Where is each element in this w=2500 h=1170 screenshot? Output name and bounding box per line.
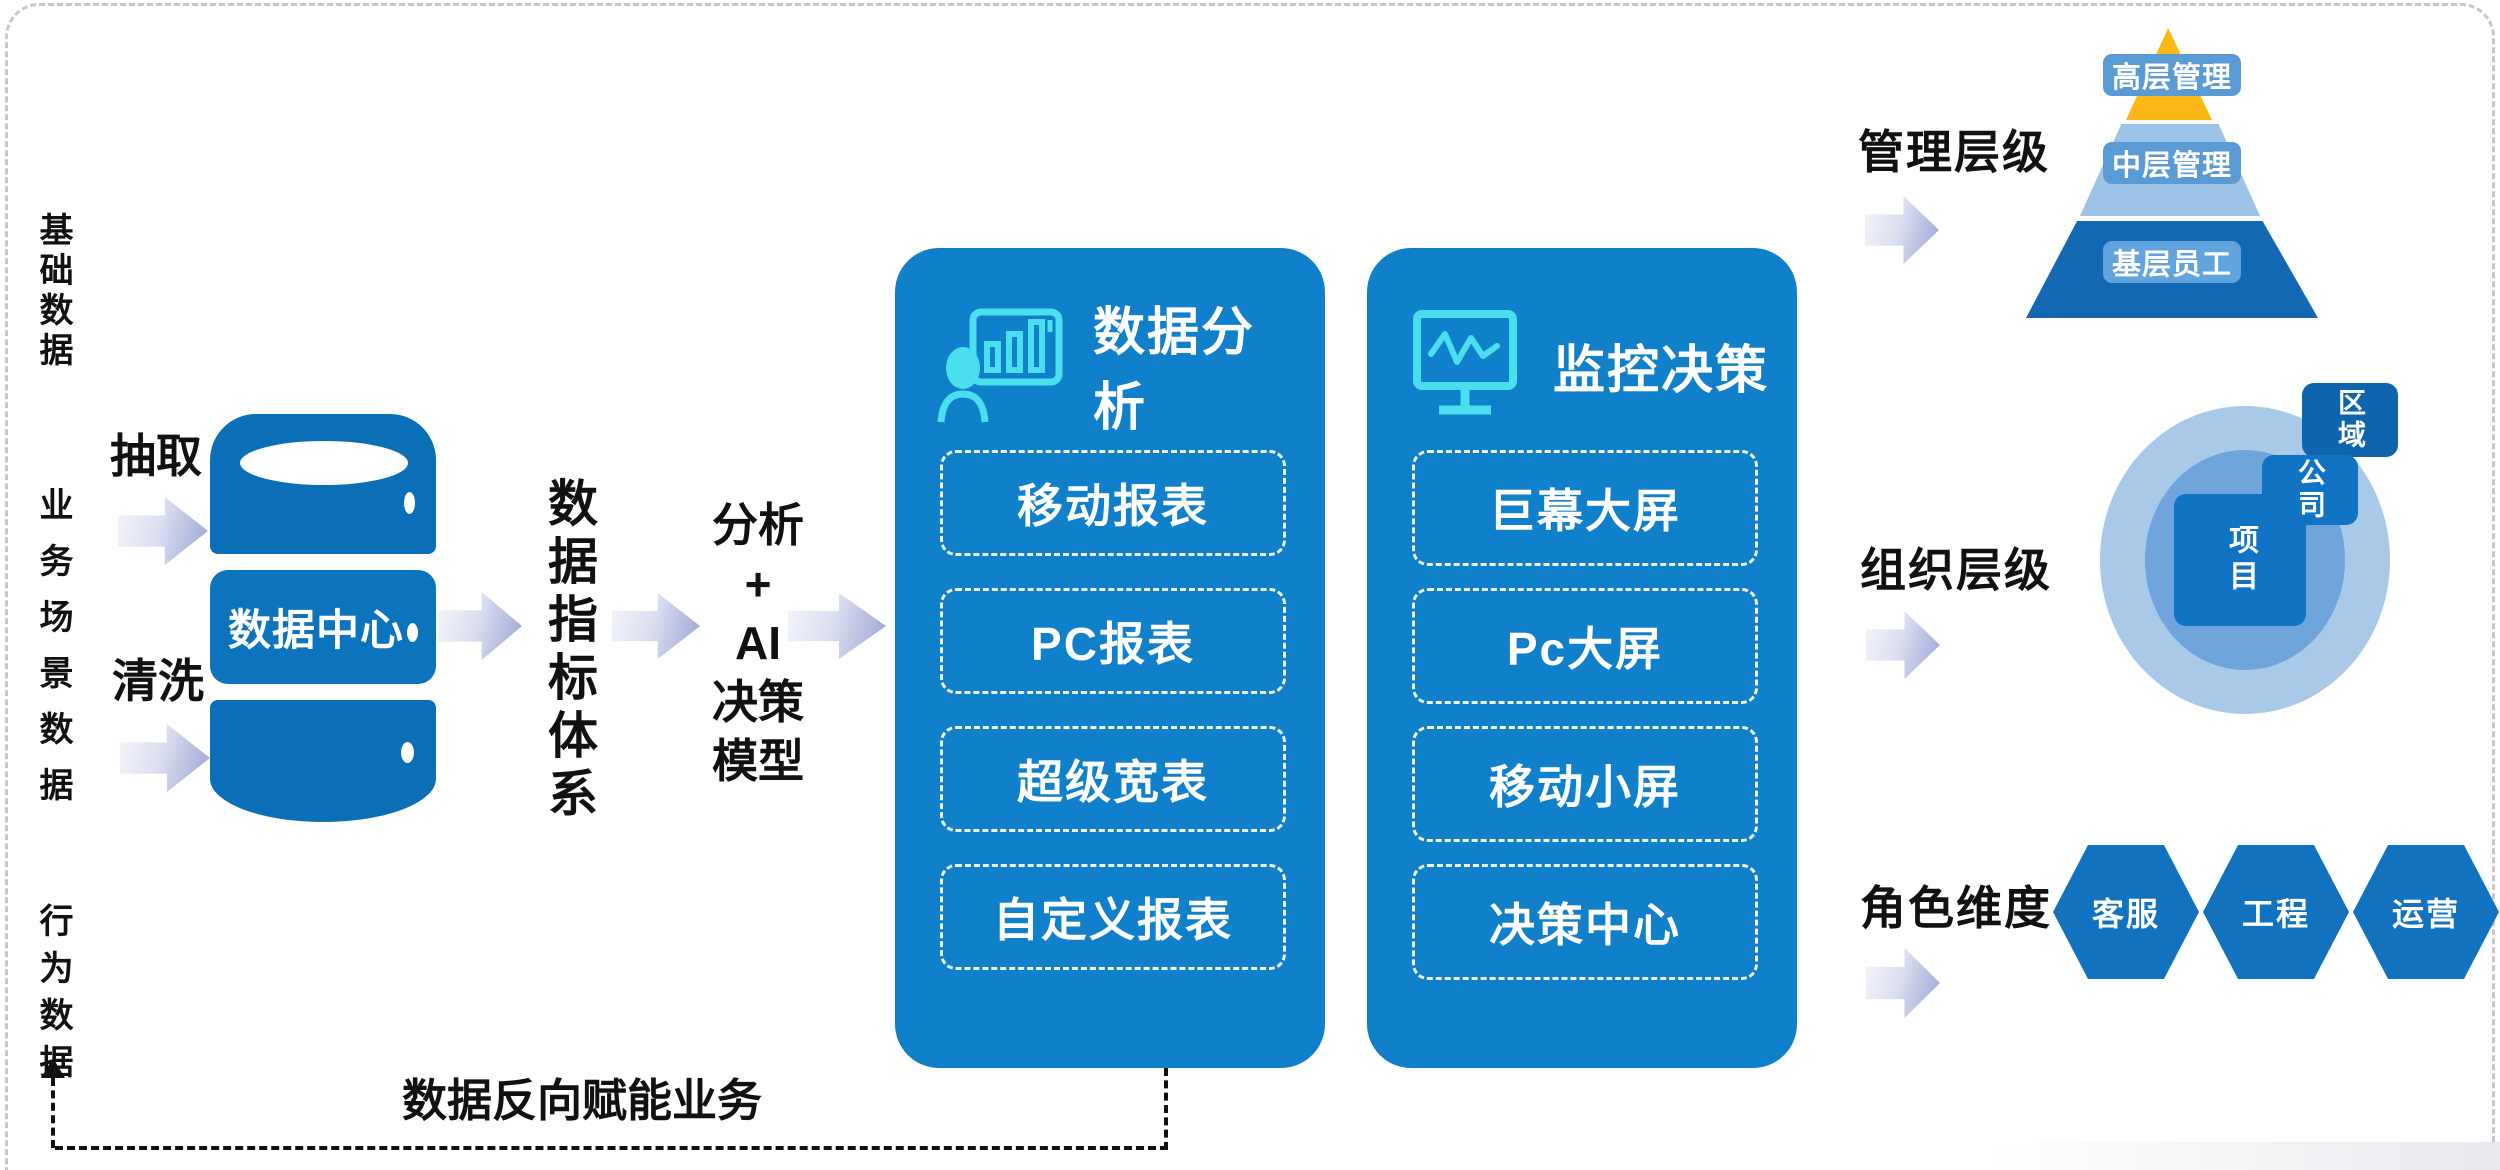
model-line: + — [744, 558, 772, 610]
item-mobile-report: 移动报表 — [940, 450, 1286, 556]
model-line: AI — [735, 617, 781, 669]
ring-label-region: 区域 — [2335, 388, 2366, 452]
corner-shadow — [1980, 1142, 2500, 1170]
item-mobile-screen: 移动小屏 — [1412, 726, 1758, 842]
panel-data-analysis: 数据分析 移动报表 PC报表 超级宽表 自定义报表 — [895, 248, 1325, 1068]
model-line: 分析 — [712, 499, 804, 551]
model-line: 决策 — [712, 676, 804, 728]
feedback-line-down — [1164, 1068, 1168, 1150]
presenter-chart-icon — [937, 308, 1063, 423]
clean-label: 清洗 — [112, 655, 204, 707]
database-indicator-dot — [404, 492, 415, 514]
roles-heading: 角色维度 — [1860, 882, 2052, 934]
panel-data-analysis-header: 数据分析 — [937, 300, 1297, 437]
panel-title: 监控决策 — [1553, 341, 1770, 400]
hexagon-customer-service: 客服 — [2053, 845, 2199, 979]
item-custom-report: 自定义报表 — [940, 864, 1286, 970]
datacenter-label: 数据中心 — [228, 607, 404, 655]
item-giant-screen: 巨幕大屏 — [1412, 450, 1758, 566]
item-decision-center: 决策中心 — [1412, 864, 1758, 980]
panel-title: 数据分析 — [1093, 304, 1256, 437]
analysis-ai-model-label: 分析 + AI 决策 模型 — [688, 496, 828, 791]
item-pc-report: PC报表 — [940, 588, 1286, 694]
feedback-line-horizontal — [55, 1146, 1168, 1150]
ring-tag-region: 区域 — [2302, 383, 2398, 457]
feedback-arrowhead-icon — [41, 1058, 65, 1078]
model-line: 模型 — [712, 735, 804, 787]
pyramid-label-middle-management: 中层管理 — [2103, 142, 2241, 184]
pyramid-label-top-management: 高层管理 — [2103, 54, 2241, 96]
extract-label: 抽取 — [110, 430, 202, 482]
ring-tag-company: 公司 — [2262, 455, 2358, 525]
source-label-business-scene-data: 业务场景数据 — [34, 487, 72, 823]
database-opening-ellipse — [240, 441, 408, 485]
source-label-basic-data: 基础数据 — [34, 212, 72, 372]
hexagon-engineering: 工程 — [2203, 845, 2349, 979]
panel-monitor-decision: 监控决策 巨幕大屏 Pc大屏 移动小屏 决策中心 — [1367, 248, 1797, 1068]
datacenter-dot — [407, 622, 418, 642]
database-indicator-dot — [401, 742, 414, 763]
indicator-system-label: 数据指标体系 — [541, 477, 597, 825]
ring-label-company: 公司 — [2295, 458, 2326, 522]
panel-monitor-decision-header: 监控决策 — [1409, 300, 1769, 430]
ring-label-project: 项目 — [2224, 524, 2257, 596]
feedback-line-up — [51, 1078, 55, 1148]
database-bottom-disk — [210, 700, 436, 822]
monitor-pulse-icon — [1413, 310, 1517, 415]
organization-heading: 组织层级 — [1860, 544, 2052, 596]
item-pc-screen: Pc大屏 — [1412, 588, 1758, 704]
pyramid-label-base-staff: 基层员工 — [2103, 241, 2241, 283]
item-super-wide-table: 超级宽表 — [940, 726, 1286, 832]
management-heading: 管理层级 — [1858, 126, 2050, 178]
datacenter-band: 数据中心 — [210, 570, 436, 684]
hexagon-operations: 运营 — [2353, 845, 2499, 979]
feedback-label: 数据反向赋能业务 — [402, 1075, 763, 1126]
canvas-dashed-border — [5, 3, 2495, 1170]
